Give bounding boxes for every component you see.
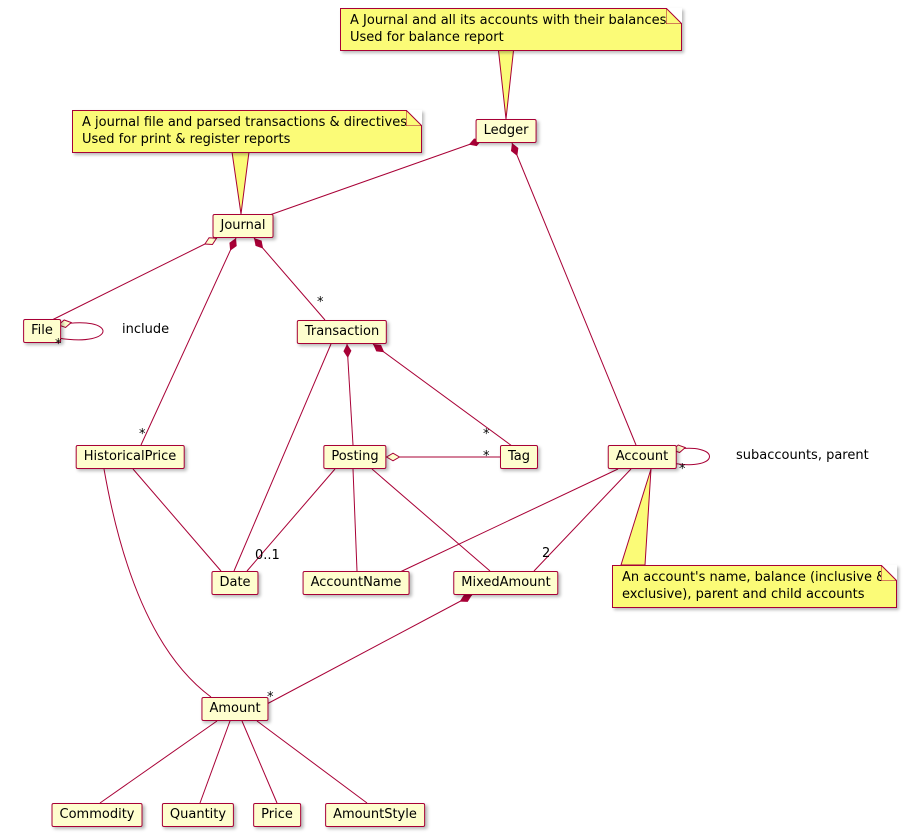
note-line: A Journal and all its accounts with thei…: [350, 13, 671, 28]
note-line: Used for print & register reports: [82, 132, 291, 147]
note-account: An account's name, balance (inclusive & …: [612, 565, 898, 608]
edge-ledger-account: [510, 142, 637, 446]
note-connector-ledger: [497, 45, 515, 120]
note-fold-icon: [665, 8, 682, 24]
edge-posting-accountname: [352, 468, 358, 572]
note-line: A journal file and parsed transactions &…: [82, 115, 412, 130]
edge-transaction-date: [233, 343, 332, 572]
label-subaccounts-parent: subaccounts, parent: [736, 448, 869, 463]
edge-posting-mixedamount: [371, 468, 491, 572]
note-line: An account's name, balance (inclusive &: [622, 570, 887, 585]
edge-amount-commodity: [99, 720, 218, 804]
label-mixedamount-amount-mult: *: [267, 690, 274, 705]
class-date: Date: [211, 571, 259, 595]
note-connector-journal: [231, 151, 250, 215]
class-transaction: Transaction: [296, 320, 388, 344]
label-posting-date-mult: 0..1: [255, 548, 280, 563]
class-quantity: Quantity: [161, 803, 235, 827]
note-line: exclusive), parent and child accounts: [622, 587, 865, 602]
edge-file-self-include: [58, 323, 104, 341]
class-accountname: AccountName: [302, 571, 410, 595]
label-account-self-mult: *: [679, 462, 686, 477]
edge-posting-date: [246, 468, 336, 572]
class-price: Price: [253, 803, 301, 827]
label-posting-tag-mult: *: [483, 449, 490, 464]
class-journal: Journal: [212, 214, 274, 238]
class-amountstyle: AmountStyle: [325, 803, 425, 827]
edge-historicalprice-date: [132, 468, 222, 572]
edge-amount-quantity: [199, 720, 231, 804]
edge-ledger-journal: [263, 138, 483, 218]
note-journal: A journal file and parsed transactions &…: [72, 110, 423, 153]
edge-account-accountname: [399, 468, 619, 573]
edge-amount-amountstyle: [256, 720, 368, 804]
label-file-self-mult: *: [55, 337, 62, 352]
label-journal-transaction-mult: *: [317, 295, 324, 310]
edge-historicalprice-amount: [103, 468, 212, 698]
edge-journal-file: [51, 238, 217, 321]
note-fold-icon: [406, 110, 423, 126]
note-line: Used for balance report: [350, 30, 504, 45]
class-tag: Tag: [499, 445, 539, 469]
edge-account-mixedamount: [533, 468, 632, 572]
label-journal-histprice-mult: *: [139, 427, 146, 442]
edge-journal-historicalprice: [140, 237, 237, 446]
class-posting: Posting: [323, 445, 387, 469]
edge-transaction-tag: [372, 343, 513, 447]
class-amount: Amount: [201, 697, 269, 721]
class-account: Account: [607, 445, 677, 469]
note-ledger: A Journal and all its accounts with thei…: [340, 8, 682, 51]
edge-transaction-posting: [343, 343, 354, 446]
edge-mixedamount-amount: [264, 594, 473, 706]
class-commodity: Commodity: [51, 803, 143, 827]
class-ledger: Ledger: [475, 119, 537, 143]
label-account-mixedamount-mult: 2: [542, 546, 551, 561]
edge-journal-transaction: [253, 237, 326, 321]
class-historicalprice: HistoricalPrice: [75, 445, 185, 469]
label-include: include: [122, 322, 170, 337]
note-connector-account: [620, 468, 652, 566]
edge-account-self-subaccounts: [672, 448, 710, 466]
note-fold-icon: [881, 565, 898, 581]
class-file: File: [23, 319, 61, 343]
label-transaction-tag-mult: *: [483, 427, 490, 442]
edge-amount-price: [241, 720, 278, 804]
class-mixedamount: MixedAmount: [453, 571, 559, 595]
